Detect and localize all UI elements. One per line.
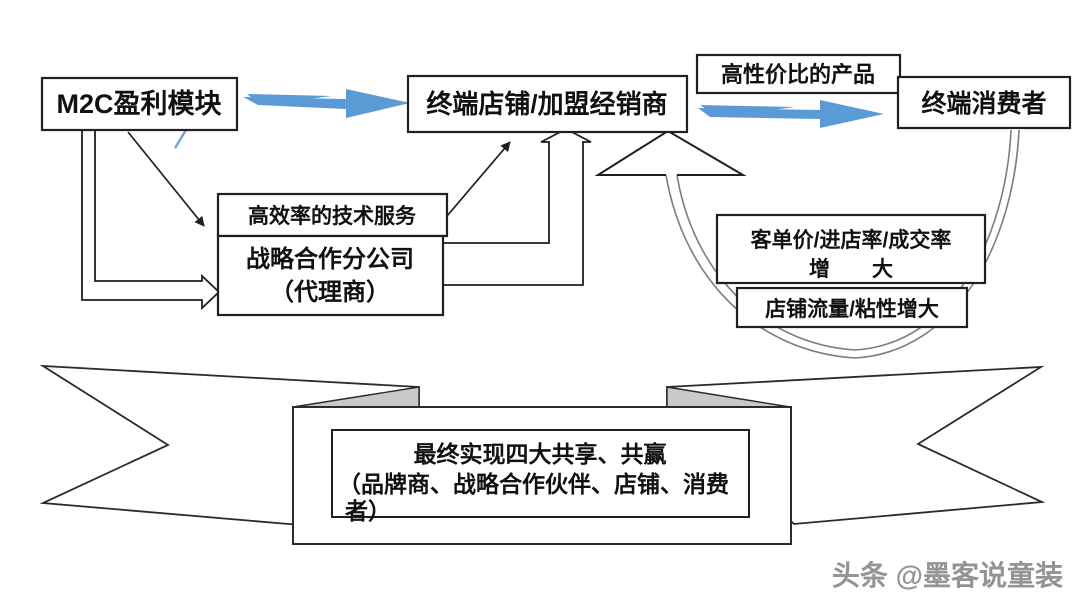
node-m2c: [40, 76, 239, 132]
node-terminal-store-label: 终端店铺/加盟经销商: [426, 89, 667, 119]
node-consumer-label: 终端消费者: [921, 89, 1046, 118]
blue-arrow-m2c-to-store: [243, 89, 410, 118]
node-product-label: 高性价比的产品: [721, 62, 875, 87]
node-order-metrics-line2: 增 大: [809, 257, 893, 281]
big-up-arrow-icon: [594, 129, 747, 176]
banner-line3: 者）: [344, 498, 391, 524]
node-order-metrics-line1: 客单价/进店率/成交率: [751, 228, 952, 252]
node-branch-company: [216, 234, 445, 317]
node-order-metrics: [715, 213, 987, 285]
node-terminal-store: [406, 74, 689, 134]
node-store-traffic-label: 店铺流量/粘性增大: [765, 297, 939, 321]
node-product: [695, 53, 902, 95]
banner-line2: （品牌商、战略合作伙伴、店铺、消费: [338, 471, 729, 497]
bent-arrow-branch-to-store-fill: [443, 129, 591, 285]
watermark-text: 头条 @墨客说童装: [832, 559, 1063, 591]
node-store-traffic: [735, 286, 969, 329]
blue-spark-line: [173, 129, 188, 149]
banner-text-box: [331, 429, 750, 518]
bent-arrow-m2c-to-branch-fill: [82, 130, 219, 308]
blue-arrow-store-to-consumer: [698, 100, 884, 128]
node-branch-line2: （代理商）: [270, 278, 390, 306]
cycle-arc-inner: [676, 129, 1012, 351]
node-tech-service-label: 高效率的技术服务: [248, 204, 417, 228]
node-consumer: [896, 75, 1072, 130]
arrow-m2c-to-techservice: [127, 131, 205, 227]
node-branch-line1: 战略合作分公司: [246, 245, 414, 273]
cycle-arc-outer: [665, 129, 1020, 359]
node-m2c-label: M2C盈利模块: [56, 89, 222, 119]
banner-line1: 最终实现四大共享、共赢: [414, 441, 667, 467]
